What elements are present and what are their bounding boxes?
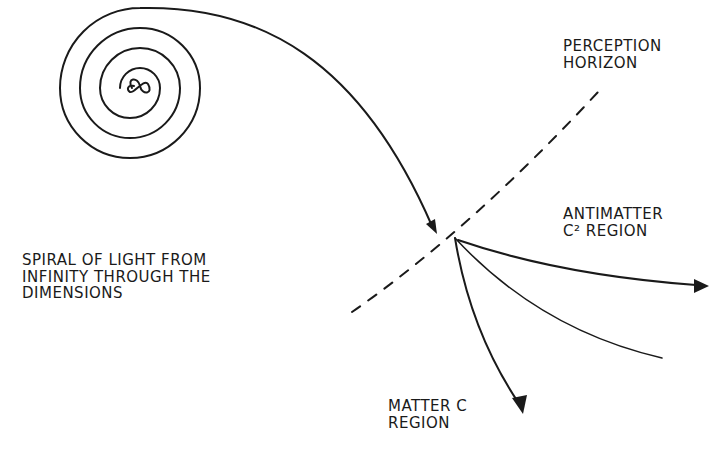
arrowhead bbox=[512, 395, 527, 414]
region-label: MATTER C REGION bbox=[388, 398, 468, 431]
antimatter-path bbox=[458, 240, 696, 285]
region-label: ANTIMATTER C² REGION bbox=[563, 206, 685, 239]
arrowhead bbox=[426, 219, 437, 234]
unlabelled-path bbox=[455, 238, 662, 358]
matter-path bbox=[455, 238, 518, 402]
horizon-label: PERCEPTION HORIZON bbox=[563, 38, 688, 71]
light-spiral bbox=[60, 8, 432, 226]
center-figure bbox=[128, 79, 150, 92]
spiral-label: SPIRAL OF LIGHT FROM INFINITY THROUGH TH… bbox=[22, 252, 257, 302]
arrowhead bbox=[694, 279, 709, 293]
perception-horizon-line bbox=[352, 92, 598, 312]
